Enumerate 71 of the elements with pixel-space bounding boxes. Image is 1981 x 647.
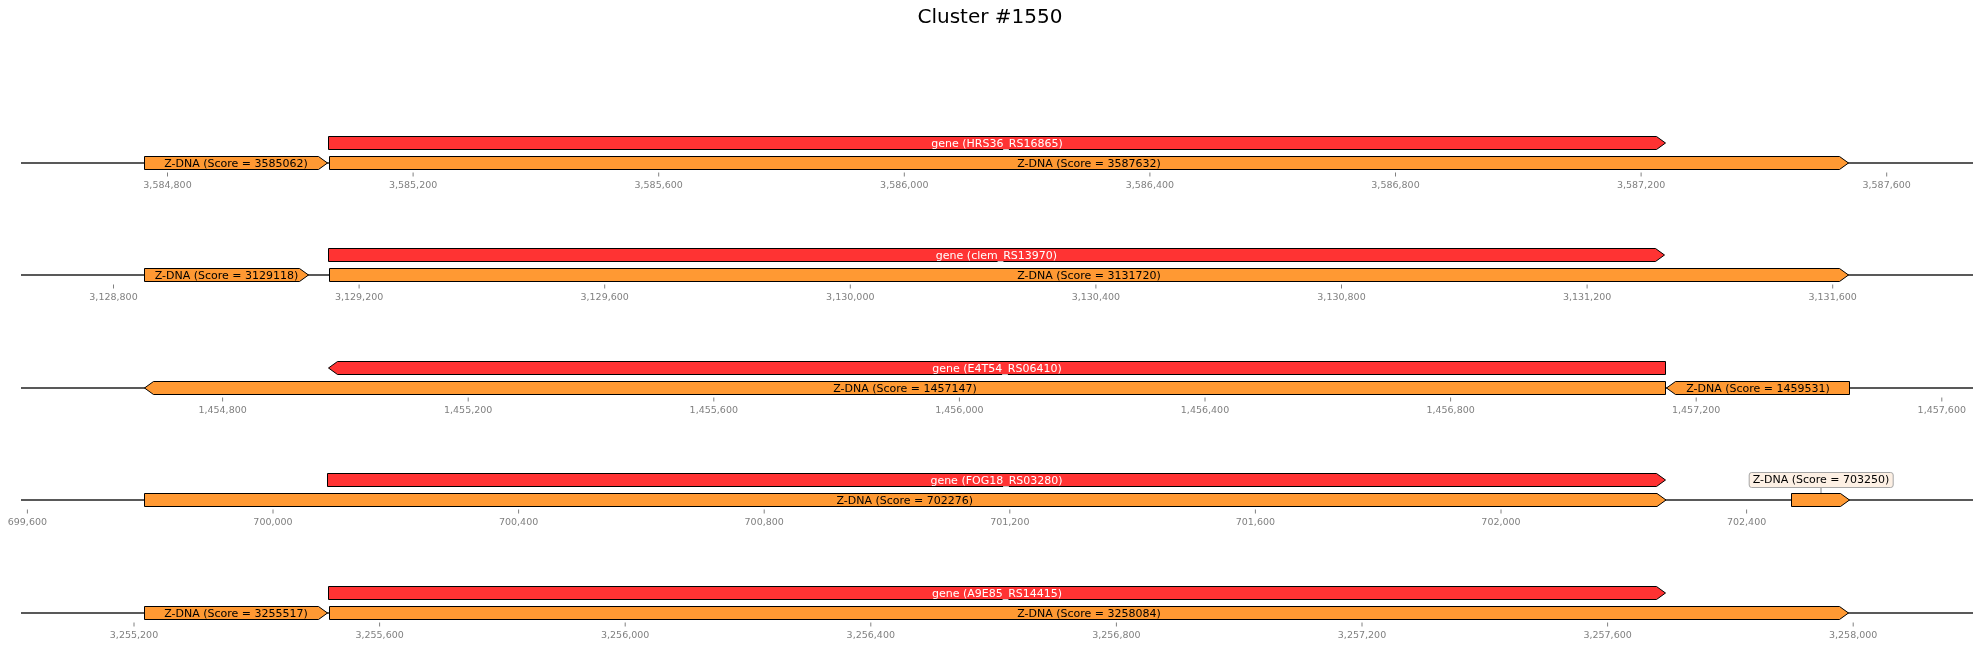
tick-label: 702,400: [1726, 515, 1767, 527]
tick-label: 3,256,400: [846, 628, 895, 640]
feature-label: Z-DNA (Score = 3258084): [1017, 606, 1161, 620]
tick-label: 3,130,400: [1071, 290, 1121, 302]
feature-label: Z-DNA (Score = 3131720): [1017, 268, 1161, 282]
gene-label: gene (HRS36_RS16865): [931, 136, 1063, 150]
callout-label: Z-DNA (Score = 703250): [1748, 472, 1894, 488]
gene-label: gene (E4T54_RS06410): [932, 361, 1062, 375]
region-feature: [329, 156, 1849, 170]
tick-label: 3,258,000: [1829, 628, 1878, 640]
feature-label: Z-DNA (Score = 1459531): [1686, 381, 1830, 395]
tick-label: 3,131,200: [1562, 290, 1612, 302]
gene-label: gene (A9E85_RS14415): [931, 586, 1063, 600]
gene-feature: [328, 136, 1666, 150]
tick-label: 3,585,200: [388, 178, 438, 190]
title: Cluster #1550: [917, 4, 1063, 28]
tick-label: 1,457,200: [1672, 403, 1721, 415]
region-feature: [1791, 493, 1850, 507]
tick-label: 3,586,400: [1125, 178, 1175, 190]
tick-label: 702,000: [1481, 515, 1521, 527]
feature-label: Z-DNA (Score = 3255517): [164, 606, 308, 620]
tick-label: 701,600: [1235, 515, 1276, 527]
tick-label: 3,256,000: [601, 628, 650, 640]
tick-label: 3,586,800: [1371, 178, 1420, 190]
feature-label: Z-DNA (Score = 3129118): [154, 268, 299, 282]
tick-label: 3,587,200: [1616, 178, 1666, 190]
tick-label: 700,400: [498, 515, 539, 527]
tick-label: 3,584,800: [143, 178, 192, 190]
tick-label: 699,600: [7, 515, 48, 527]
tick-label: 3,128,800: [89, 290, 138, 302]
gene-label: gene (clem_RS13970): [935, 248, 1058, 262]
gene-feature: [328, 361, 1666, 375]
tick-label: 1,454,800: [198, 403, 247, 415]
gene-feature: [328, 586, 1666, 600]
tick-label: 3,586,000: [880, 178, 929, 190]
tick-label: 3,257,600: [1583, 628, 1632, 640]
region-feature: [144, 381, 1666, 395]
tick-label: 3,257,200: [1337, 628, 1387, 640]
tick-label: 701,200: [990, 515, 1030, 527]
tick-label: 3,129,200: [334, 290, 384, 302]
tick-label: 3,130,800: [1317, 290, 1366, 302]
region-feature: [143, 493, 1666, 507]
region-feature: [329, 606, 1849, 620]
region-feature: [1666, 381, 1850, 395]
tick-label: 1,457,600: [1917, 403, 1966, 415]
tick-label: 3,131,600: [1808, 290, 1857, 302]
tick-label: 1,456,000: [935, 403, 984, 415]
tick-label: 3,256,800: [1092, 628, 1141, 640]
tick-label: 3,255,200: [109, 628, 159, 640]
region-feature: [144, 606, 328, 620]
tick-label: 3,585,600: [634, 178, 683, 190]
feature-label: Z-DNA (Score = 702276): [836, 493, 974, 507]
region-feature: [144, 156, 328, 170]
tick-label: 3,587,600: [1862, 178, 1911, 190]
tick-label: 3,130,000: [826, 290, 875, 302]
tick-label: 3,129,600: [580, 290, 629, 302]
feature-label: Z-DNA (Score = 3585062): [164, 156, 308, 170]
tick-label: 3,255,600: [355, 628, 404, 640]
tick-label: 1,455,600: [689, 403, 738, 415]
gene-feature: [327, 473, 1666, 487]
feature-label: Z-DNA (Score = 3587632): [1017, 156, 1161, 170]
tick-label: 1,455,200: [444, 403, 493, 415]
tick-label: 700,000: [253, 515, 293, 527]
feature-label: Z-DNA (Score = 1457147): [833, 381, 977, 395]
tick-label: 1,456,800: [1426, 403, 1475, 415]
gene-feature: [328, 248, 1665, 262]
tick-label: 1,456,400: [1180, 403, 1230, 415]
region-feature: [329, 268, 1849, 282]
tick-label: 700,800: [744, 515, 784, 527]
leader-line: [1820, 487, 1822, 494]
gene-label: gene (FOG18_RS03280): [930, 473, 1063, 487]
